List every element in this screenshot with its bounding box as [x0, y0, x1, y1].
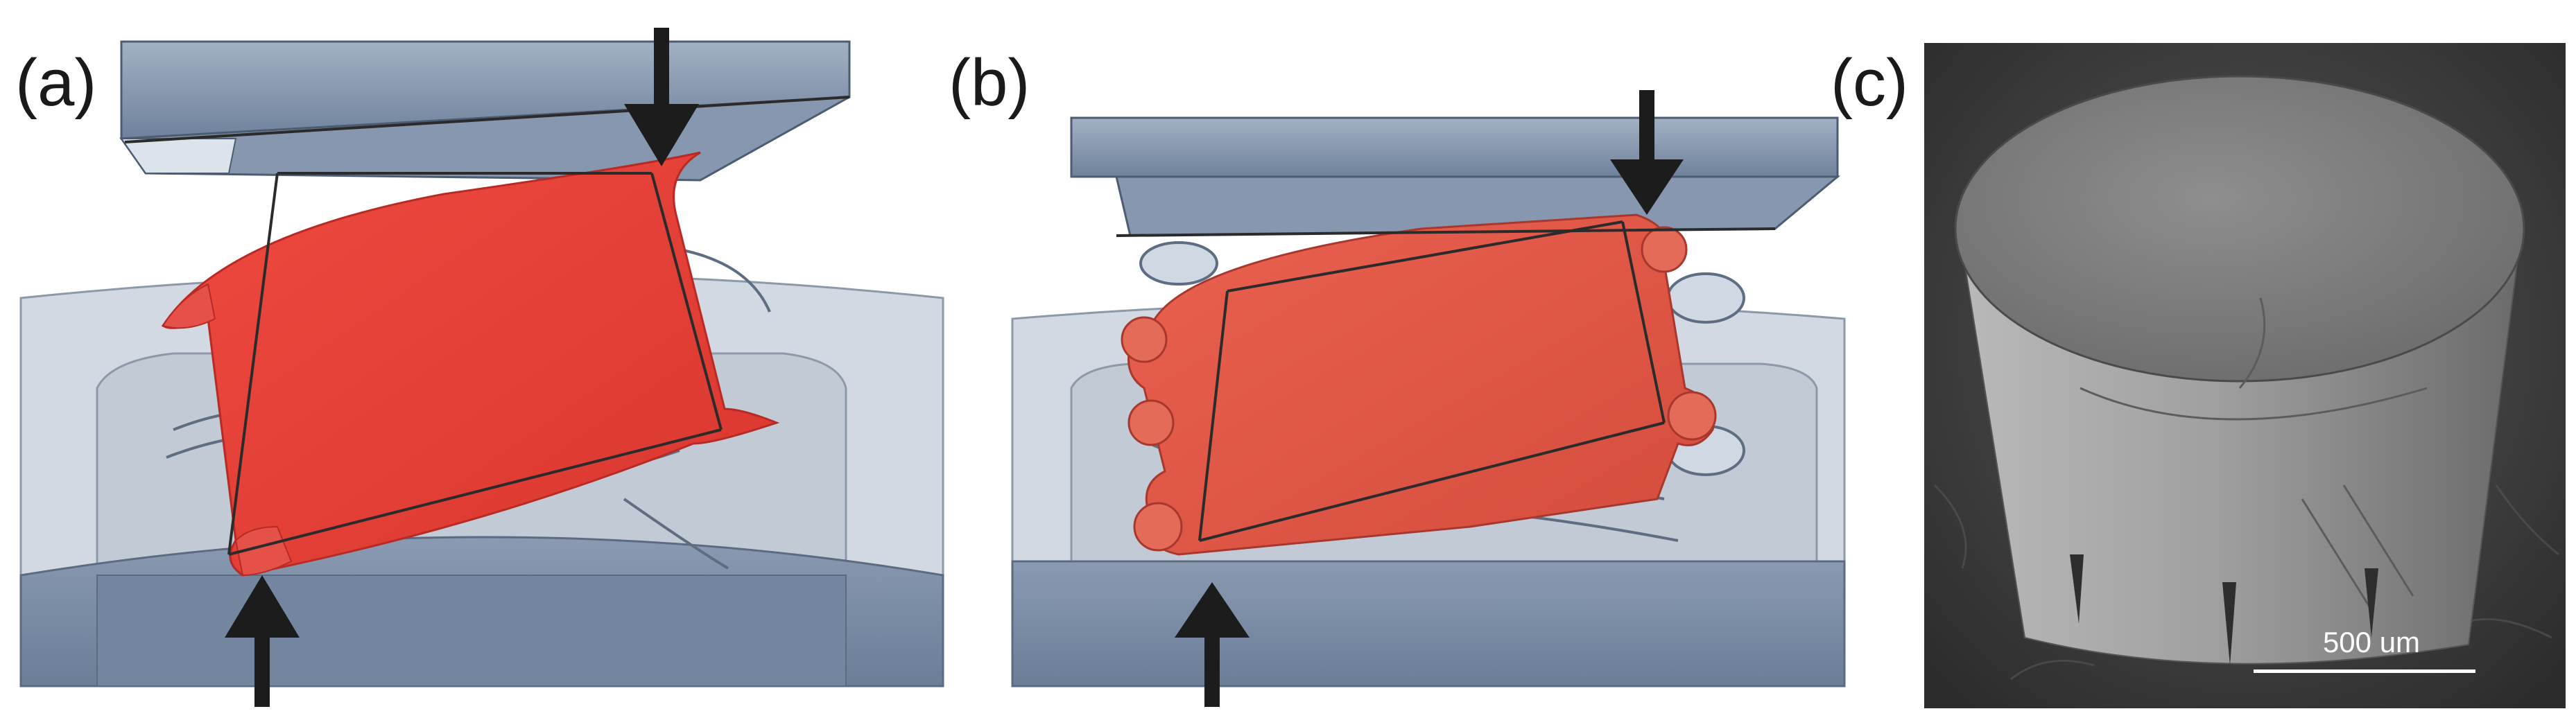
frame-lines-b	[1116, 220, 1776, 542]
sem-pillar-feet	[2070, 554, 2378, 665]
panel-label-b: (b)	[949, 46, 1030, 120]
panel-c	[1924, 43, 2566, 708]
base-top-a	[96, 575, 847, 687]
down-arrow-icon	[624, 28, 699, 166]
up-arrow-icon	[225, 575, 300, 707]
panel-label-c: (c)	[1831, 46, 1908, 120]
sem-pillar-top	[1954, 75, 2525, 383]
frame-lines-a	[124, 96, 850, 556]
panel-a	[19, 28, 944, 707]
platen-a-light	[120, 138, 237, 174]
scale-bar-label: 500 um	[2322, 626, 2421, 658]
specimen-b	[1127, 213, 1715, 556]
sem-pillar-marks	[2080, 297, 2428, 611]
specimen-a-flange-left	[162, 283, 216, 329]
panel-label-a: (a)	[15, 46, 97, 120]
platen-b	[1070, 116, 1839, 178]
specimen-b-curls	[1121, 226, 1717, 552]
base-b	[1011, 560, 1846, 688]
panel-b	[1011, 90, 1846, 707]
specimen-a-flange-bottom	[234, 525, 293, 577]
down-arrow-icon	[1610, 90, 1684, 215]
scale-bar-line	[2254, 669, 2475, 673]
up-arrow-icon	[1175, 582, 1250, 707]
